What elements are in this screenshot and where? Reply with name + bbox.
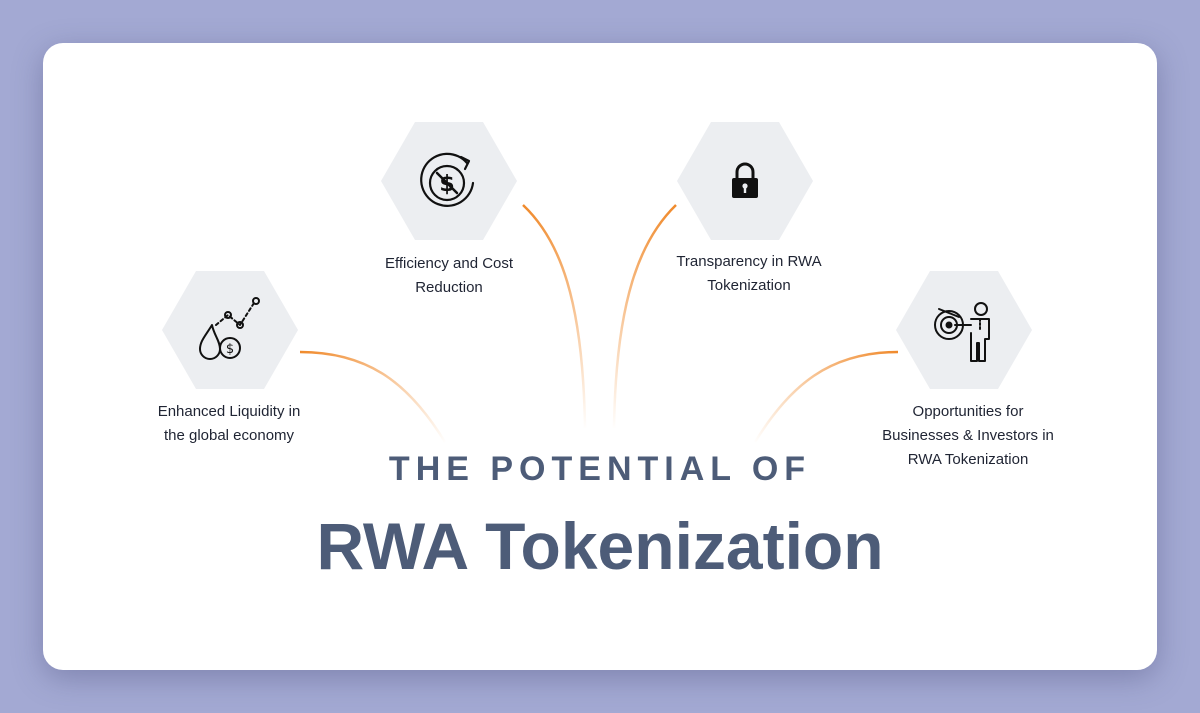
label-transparency: Transparency in RWA Tokenization (676, 253, 822, 294)
label-opportunities: Opportunities for Businesses & Investors… (882, 403, 1054, 468)
label-enhanced-liquidity: Enhanced Liquidity in the global economy (157, 403, 301, 444)
hexagon-transparency (677, 122, 813, 240)
lock-icon (732, 162, 758, 198)
target-businessman-icon (934, 302, 990, 362)
heading-title: RWA Tokenization (316, 509, 884, 583)
hexagon-opportunities (896, 271, 1032, 389)
svg-text:$: $ (226, 342, 234, 357)
liquidity-growth-icon: $ (199, 297, 260, 360)
heading-subtitle: THE POTENTIAL OF (388, 450, 812, 488)
label-efficiency: Efficiency and Cost Reduction (384, 255, 514, 296)
cost-cycle-icon: $ (420, 152, 475, 207)
